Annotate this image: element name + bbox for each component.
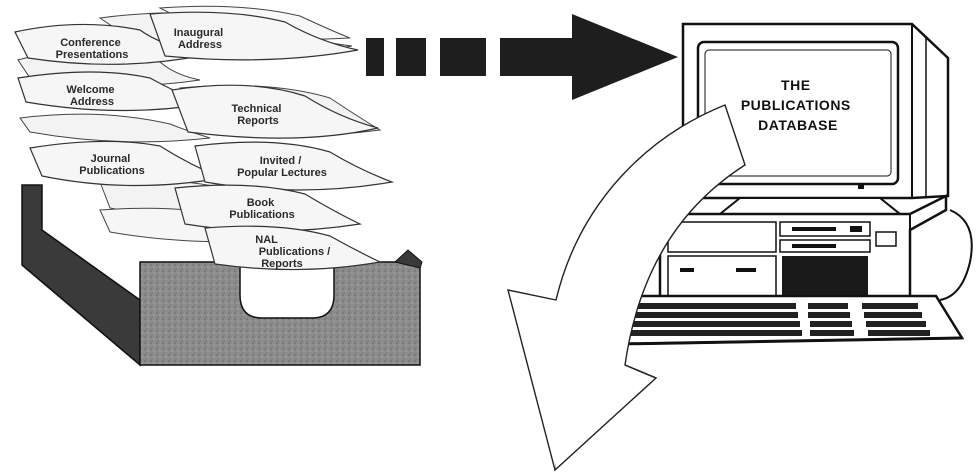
svg-text:Welcome Address: Welcome Address <box>66 84 117 108</box>
arrow-dash <box>440 38 486 76</box>
doc-label-line: Publications / <box>259 246 331 258</box>
doc-label-line: NAL <box>255 234 278 246</box>
arrow-dash <box>396 38 426 76</box>
doc-label-line: Publications <box>79 165 144 177</box>
doc-label-line: Address <box>178 39 222 51</box>
drive-bay <box>668 222 776 252</box>
doc-label-line: Welcome <box>66 84 114 96</box>
doc-label-line: Address <box>70 96 114 108</box>
screen-line: DATABASE <box>758 117 838 133</box>
screen-line: THE <box>781 77 811 93</box>
document-journal-publications: Journal Publications <box>30 141 222 185</box>
doc-label-line: Technical <box>232 103 282 115</box>
document-nal-publications-reports: NAL Publications / Reports <box>205 226 380 270</box>
doc-label-line: Inaugural <box>174 27 224 39</box>
doc-label-line: Book <box>247 197 275 209</box>
keyboard-cable <box>940 210 972 300</box>
doc-label-line: Presentations <box>56 49 129 61</box>
power-indicator <box>858 184 864 189</box>
doc-label-line: Popular Lectures <box>237 167 327 179</box>
paper-stack: Conference Presentations Inaugural Addre… <box>15 6 392 270</box>
doc-label-line: Conference <box>60 37 121 49</box>
document-book-publications: Book Publications <box>175 185 360 231</box>
arrow-head <box>500 14 678 100</box>
power-button <box>876 232 896 246</box>
doc-label-line: Publications <box>229 209 294 221</box>
tray-notch <box>240 262 334 318</box>
arrow-dash <box>366 38 384 76</box>
svg-text:Technical Reports: Technical Reports <box>232 103 285 127</box>
document-invited-popular-lectures: Invited / Popular Lectures <box>195 142 392 190</box>
doc-label-line: Invited / <box>260 155 302 167</box>
doc-label-line: Reports <box>237 115 279 127</box>
doc-label-line: Journal <box>91 153 131 165</box>
drive-bay <box>668 256 776 296</box>
svg-text:Conference Presentatio: Conference Presentations <box>56 37 129 61</box>
screen-line: PUBLICATIONS <box>741 97 851 113</box>
speaker-grille <box>782 256 868 298</box>
svg-text:Inaugural Address: Inaugural Address <box>174 27 227 51</box>
transfer-arrow <box>366 14 678 100</box>
doc-label-line: Reports <box>261 258 303 270</box>
